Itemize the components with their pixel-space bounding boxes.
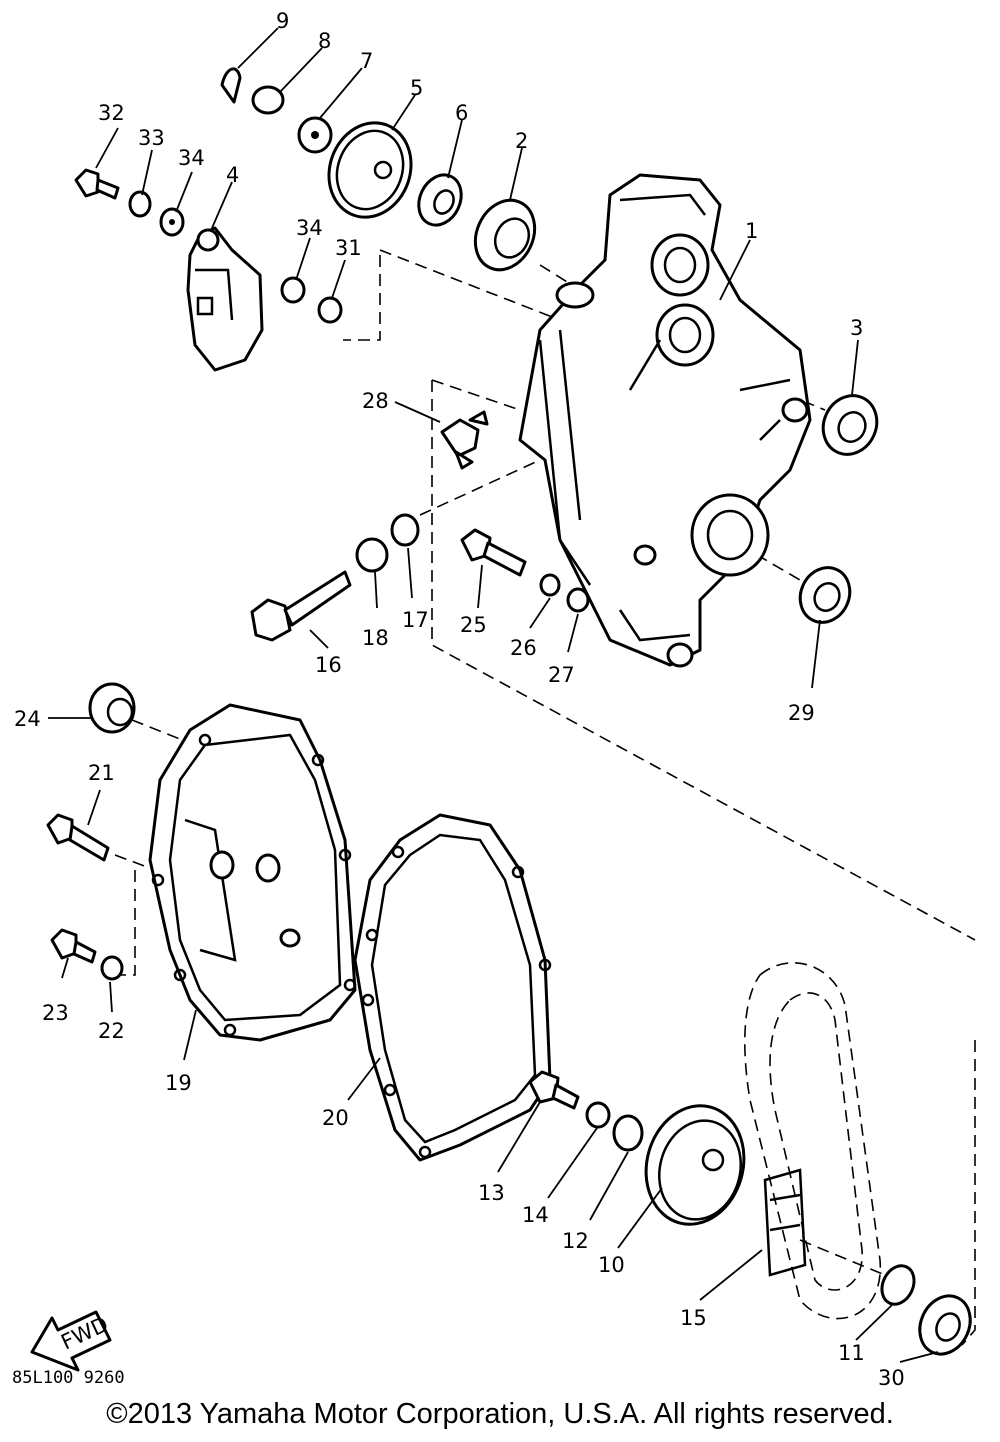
bearing-2 xyxy=(473,198,537,272)
callout-17: 17 xyxy=(402,608,429,632)
forward-arrow-icon: FWD xyxy=(30,1310,112,1372)
callout-13: 13 xyxy=(478,1181,505,1205)
callout-19: 19 xyxy=(165,1071,192,1095)
callout-9: 9 xyxy=(276,9,289,33)
gearcase-housing xyxy=(518,173,812,668)
sprocket-lower xyxy=(644,1104,746,1226)
callout-25: 25 xyxy=(460,613,487,637)
leader-lines xyxy=(48,27,939,1363)
callout-29: 29 xyxy=(788,701,815,725)
callout-numbers: 1 2 3 4 5 6 7 8 9 10 11 12 13 14 15 16 1… xyxy=(14,9,905,1390)
callout-22: 22 xyxy=(98,1019,125,1043)
callout-27: 27 xyxy=(548,663,575,687)
callout-34-upper: 34 xyxy=(178,146,205,170)
bushing-24 xyxy=(88,682,136,734)
bolt-13 xyxy=(528,1070,580,1110)
callout-28: 28 xyxy=(362,389,389,413)
bolt-25 xyxy=(460,528,527,577)
callout-2: 2 xyxy=(515,129,528,153)
callout-20: 20 xyxy=(322,1106,349,1130)
bracket xyxy=(186,226,264,372)
collar-11 xyxy=(880,1264,916,1306)
callout-24: 24 xyxy=(14,707,41,731)
bolt-32 xyxy=(74,168,120,200)
callout-3: 3 xyxy=(850,316,863,340)
callout-6: 6 xyxy=(455,101,468,125)
callout-1: 1 xyxy=(745,219,758,243)
drive-chain xyxy=(744,961,881,1320)
callout-26: 26 xyxy=(510,636,537,660)
bearing-30 xyxy=(918,1294,972,1356)
bolt-16 xyxy=(250,570,352,642)
callout-11: 11 xyxy=(838,1341,865,1365)
callout-31: 31 xyxy=(335,236,362,260)
figure-code: 85L100 9260 xyxy=(12,1368,125,1388)
callout-15: 15 xyxy=(680,1306,707,1330)
grease-nipple-28 xyxy=(440,410,489,470)
gearcase-cover xyxy=(148,703,357,1042)
cover-gasket xyxy=(353,813,552,1162)
callout-7: 7 xyxy=(360,49,373,73)
callout-16: 16 xyxy=(315,653,342,677)
callout-14: 14 xyxy=(522,1203,549,1227)
callout-30: 30 xyxy=(878,1366,905,1390)
copyright-notice: ©2013 Yamaha Motor Corporation, U.S.A. A… xyxy=(106,1398,894,1430)
callout-32: 32 xyxy=(98,101,125,125)
callout-23: 23 xyxy=(42,1001,69,1025)
callout-8: 8 xyxy=(318,29,331,53)
callout-10: 10 xyxy=(598,1253,625,1277)
callout-5: 5 xyxy=(410,76,423,100)
bearing-6 xyxy=(417,173,463,227)
bolt-23 xyxy=(50,928,97,964)
oil-seal-3 xyxy=(821,394,879,456)
callout-33: 33 xyxy=(138,126,165,150)
small-hardware xyxy=(100,67,644,1152)
bolt-21 xyxy=(46,813,110,862)
callout-21: 21 xyxy=(88,761,115,785)
oil-seal-29 xyxy=(798,566,852,624)
callout-18: 18 xyxy=(362,626,389,650)
callout-34-lower: 34 xyxy=(296,216,323,240)
callout-12: 12 xyxy=(562,1229,589,1253)
sprocket-upper xyxy=(327,121,413,219)
callout-4: 4 xyxy=(226,163,239,187)
